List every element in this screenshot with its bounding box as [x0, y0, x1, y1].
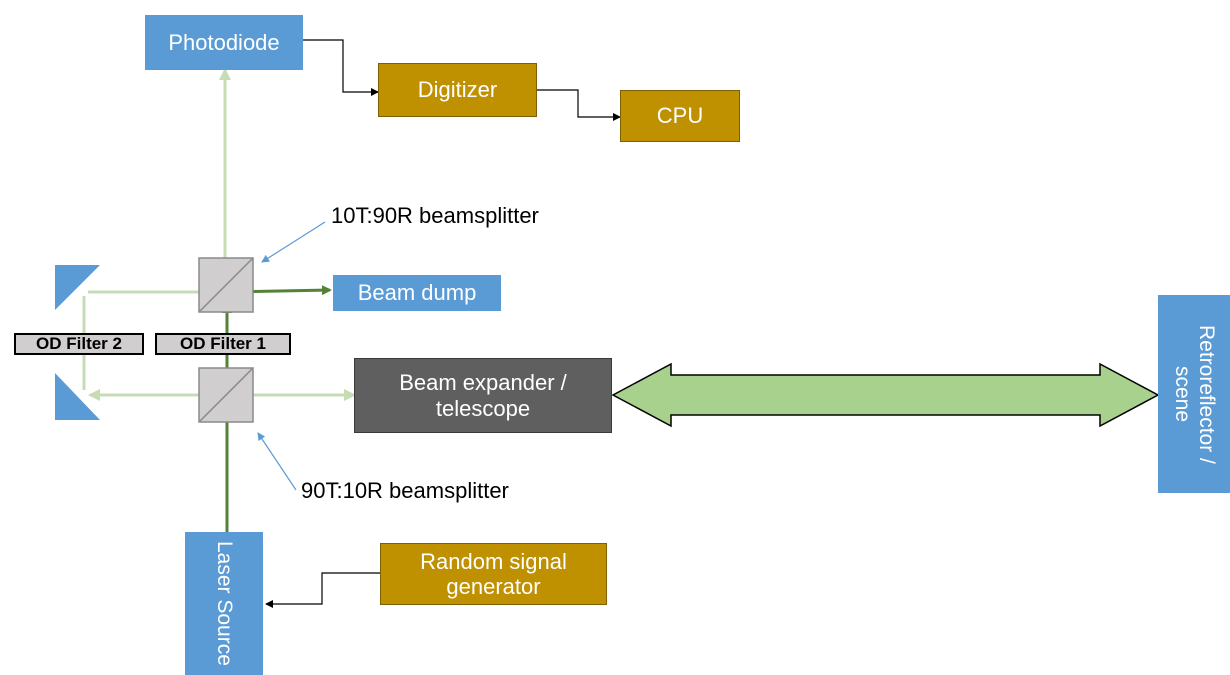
signal-connectors: [265, 39, 621, 608]
beamsplitter-bottom: [198, 367, 254, 423]
callout-top-splitter: [261, 221, 326, 263]
od-filter-1-label: OD Filter 1: [155, 333, 291, 355]
photodiode-box: Photodiode: [145, 15, 303, 70]
random-signal-generator-box: Random signal generator: [380, 543, 607, 605]
cpu-box: CPU: [620, 90, 740, 142]
beam-expander-box: Beam expander / telescope: [354, 358, 612, 433]
bottom-beamsplitter-label: 90T:10R beamsplitter: [301, 478, 509, 503]
retroreflector-box: Retroreflector / scene: [1158, 295, 1230, 493]
beamsplitter-top: [198, 257, 254, 313]
mirror-bottom: [55, 373, 100, 420]
callout-arrows: [257, 221, 326, 491]
mirror-top: [55, 265, 100, 310]
double-arrow-to-scene: [611, 362, 1160, 428]
beam-dump-box: Beam dump: [333, 275, 501, 311]
digitizer-box: Digitizer: [378, 63, 537, 117]
od-filter-2-label: OD Filter 2: [14, 333, 144, 355]
connector-digitizer-cpu: [537, 89, 621, 121]
top-beamsplitter-label: 10T:90R beamsplitter: [331, 203, 539, 228]
laser-source-box: Laser Source: [185, 532, 263, 675]
callout-bottom-splitter: [257, 432, 297, 491]
connector-generator-laser: [265, 572, 380, 608]
connector-photodiode-digitizer: [303, 39, 379, 96]
